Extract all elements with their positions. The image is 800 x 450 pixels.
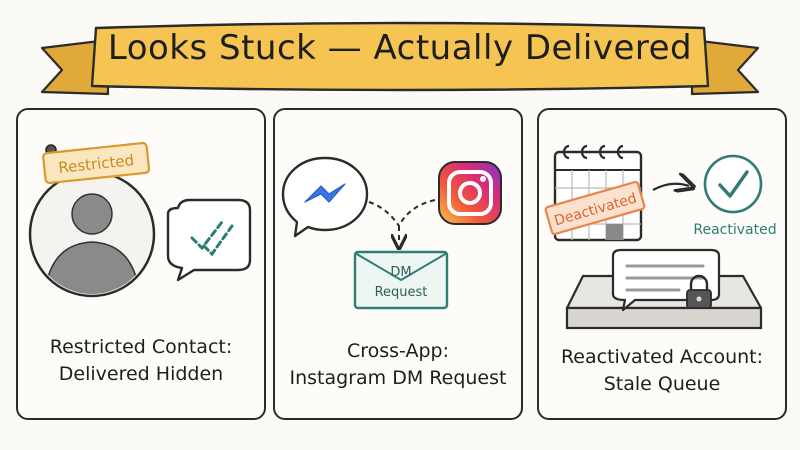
panel-reactivated-account: Deactivated Reactivated Reactivate (537, 108, 787, 420)
page-title: Looks Stuck — Actually Delivered (107, 28, 693, 68)
reactivated-caption-line1: Reactivated Account: (560, 346, 764, 368)
cross-app-caption-line1: Cross-App: (346, 340, 450, 362)
restricted-tag: Restricted (42, 141, 151, 185)
person-silhouette-icon (28, 170, 156, 298)
envelope-icon: DM Request (353, 250, 449, 310)
envelope-label-line2: Request (375, 285, 428, 300)
restricted-caption-line1: Restricted Contact: (49, 336, 233, 358)
instagram-icon (438, 161, 502, 225)
messenger-icon (281, 156, 369, 238)
reactivated-illustration: Deactivated Reactivated (544, 144, 777, 330)
cross-app-caption-line2: Instagram DM Request (289, 367, 507, 389)
restricted-caption-line2: Delivered Hidden (58, 363, 224, 385)
check-circle-icon (703, 154, 763, 214)
reactivated-status-label: Reactivated (693, 222, 776, 238)
cross-app-illustration: DM Request (281, 156, 502, 310)
transition-arrow-icon (652, 184, 689, 190)
restricted-caption: Restricted Contact: Delivered Hidden (18, 334, 264, 388)
cross-app-caption: Cross-App: Instagram DM Request (275, 338, 521, 392)
panel-cross-app: DM Request Cross-App: Instagram DM Reque… (273, 108, 523, 420)
reactivated-caption-line2: Stale Queue (603, 373, 721, 395)
restricted-illustration: Restricted (28, 141, 252, 298)
lock-icon (686, 274, 712, 309)
banner-ribbon-icon (40, 21, 760, 96)
reactivated-caption: Reactivated Account: Stale Queue (539, 344, 785, 398)
panel-restricted-contact: Restricted Restricted Contact: Delivered… (16, 108, 266, 420)
envelope-label-line1: DM (390, 265, 411, 280)
title-banner: Looks Stuck — Actually Delivered (0, 0, 800, 100)
double-check-icon (190, 220, 234, 257)
